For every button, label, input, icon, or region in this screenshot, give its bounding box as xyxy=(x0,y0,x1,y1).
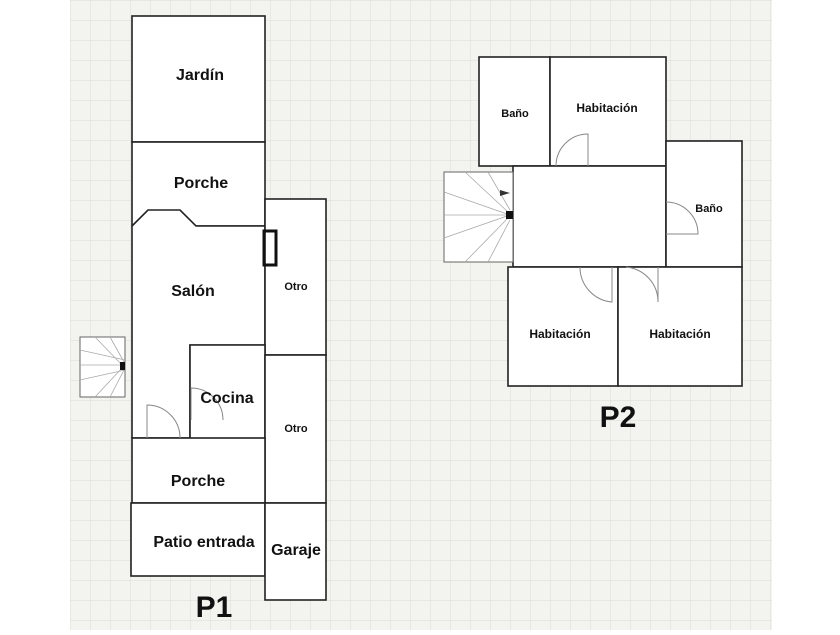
label-cocina: Cocina xyxy=(200,390,253,407)
label-salon: Salón xyxy=(171,283,215,300)
floor-p2: Baño Habitación Baño Habitación Habitaci… xyxy=(443,56,743,434)
stairs-p2 xyxy=(443,171,514,263)
room-porche-bottom[interactable] xyxy=(131,437,266,504)
door-habitacion-1 xyxy=(555,133,589,167)
door-salon xyxy=(146,404,181,439)
floor-p1: Jardín Porche Salón Otro Cocina Otro Por… xyxy=(79,15,327,624)
label-otro-bottom: Otro xyxy=(284,423,308,435)
label-habitacion-3: Habitación xyxy=(649,327,710,341)
door-bano-2 xyxy=(665,201,699,235)
room-otro-bottom[interactable] xyxy=(264,354,327,504)
room-garaje[interactable] xyxy=(264,502,327,601)
floor-label-p1: P1 xyxy=(196,591,233,624)
door-habitacion-3 xyxy=(625,266,659,303)
room-bano-1[interactable] xyxy=(478,56,551,167)
room-hall[interactable] xyxy=(512,165,667,268)
label-porche-top: Porche xyxy=(174,175,228,192)
label-habitacion-1: Habitación xyxy=(576,101,637,115)
room-habitacion-1[interactable] xyxy=(549,56,667,167)
door-habitacion-2 xyxy=(579,266,613,303)
room-habitacion-3[interactable] xyxy=(617,266,743,387)
label-patio: Patio entrada xyxy=(153,534,254,551)
label-habitacion-2: Habitación xyxy=(529,327,590,341)
stairs-p1 xyxy=(79,336,126,398)
label-porche-bottom: Porche xyxy=(171,473,225,490)
floor-label-p2: P2 xyxy=(600,401,637,434)
label-otro-top: Otro xyxy=(284,281,308,293)
label-garaje: Garaje xyxy=(271,542,321,559)
chimney-icon xyxy=(262,229,278,267)
room-otro-top[interactable] xyxy=(264,198,327,356)
label-jardin: Jardín xyxy=(176,67,224,84)
label-bano-1: Baño xyxy=(501,108,529,120)
room-patio[interactable] xyxy=(130,502,266,577)
room-habitacion-2[interactable] xyxy=(507,266,619,387)
door-cocina xyxy=(190,387,224,421)
label-bano-2: Baño xyxy=(695,203,723,215)
